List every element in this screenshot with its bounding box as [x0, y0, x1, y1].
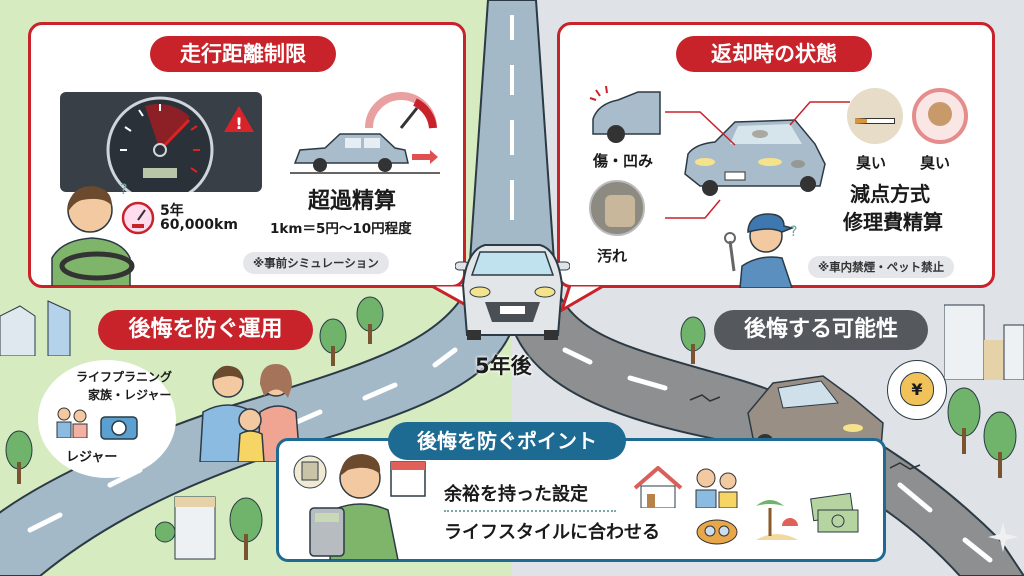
damage-label: 傷・凹み [593, 152, 654, 170]
tree-icon [356, 296, 384, 344]
tree-icon [319, 318, 347, 366]
dog-face [928, 102, 952, 126]
beach-icon [756, 500, 798, 540]
house-icon [633, 466, 683, 508]
dirty-car-icon [684, 119, 826, 196]
cigarette-body [855, 118, 895, 124]
arrow-right-icon [412, 150, 438, 164]
svg-text:?: ? [120, 182, 127, 198]
deduction-method: 減点方式 [850, 182, 930, 206]
pet-smell-label: 臭い [920, 154, 951, 172]
worn-car-icon [747, 375, 884, 465]
speedometer-icon [106, 96, 214, 192]
family-leisure-label: 家族・レジャー [88, 388, 172, 402]
tree-icon [983, 411, 1017, 478]
return-panel-title: 返却時の状態 [676, 36, 872, 72]
overage-title: 超過精算 [308, 189, 397, 214]
svg-text:?: ? [790, 224, 797, 240]
sparkle-icon [988, 522, 1018, 552]
apartment-building-icon [155, 496, 216, 560]
overage-rate: 1km＝5円〜10円程度 [270, 221, 412, 237]
red-gauge-icon [365, 92, 437, 129]
bad-path-title: 後悔する可能性 [714, 310, 928, 350]
leisure-label: レジャー [66, 450, 118, 465]
family-small-icon [56, 407, 88, 438]
money-bubble [887, 360, 947, 420]
money-bag-icon: ¥ [900, 372, 934, 406]
panel-pointer-right [560, 285, 608, 313]
point-margin-setting: 余裕を持った設定 [444, 484, 588, 505]
smoke-smell-label: 臭い [856, 154, 887, 172]
svg-text:!: ! [235, 114, 242, 133]
mileage-panel-title: 走行距離制限 [150, 36, 336, 72]
tree-icon [229, 497, 263, 560]
contract-term: 5年 [160, 203, 184, 219]
happy-family-icon [199, 364, 301, 462]
cash-icon [810, 492, 859, 533]
connector-lines [665, 101, 850, 219]
gauge-icon [121, 201, 155, 235]
dirt-label: 汚れ [597, 247, 628, 265]
points-panel-title: 後悔を防ぐポイント [388, 422, 626, 460]
tree-icon [5, 430, 33, 484]
city-buildings-left [0, 300, 71, 356]
mechanic-icon: ? [724, 213, 797, 288]
camera-icon [100, 416, 138, 440]
life-planning-label: ライフプラニング [76, 370, 173, 384]
tree-icon [680, 316, 706, 364]
damaged-car-icon [589, 85, 661, 143]
cigarette-icon [847, 88, 903, 144]
repair-cost-settlement: 修理費精算 [843, 210, 943, 234]
warning-icon: ! [224, 106, 254, 133]
travel-mask-icon [696, 519, 738, 545]
simulation-note: ※事前シミュレーション [243, 252, 389, 274]
mileage-limit: 60,000km [160, 217, 238, 233]
worried-driver-icon: ? [51, 182, 135, 286]
couple-icon [695, 468, 738, 508]
five-years-later-label: 5年後 [475, 354, 532, 378]
dotted-divider [444, 510, 616, 512]
no-smoking-no-pets-note: ※車内禁煙・ペット禁止 [808, 256, 955, 278]
good-path-title: 後悔を防ぐ運用 [98, 310, 313, 350]
car-icon [290, 133, 440, 174]
advisor-with-calculator-icon [293, 454, 426, 560]
city-buildings-right [944, 304, 1024, 380]
point-match-lifestyle: ライフスタイルに合わせる [444, 522, 660, 543]
center-car-icon [455, 244, 570, 340]
seat-shape [605, 195, 635, 227]
tree-icon [947, 387, 981, 454]
